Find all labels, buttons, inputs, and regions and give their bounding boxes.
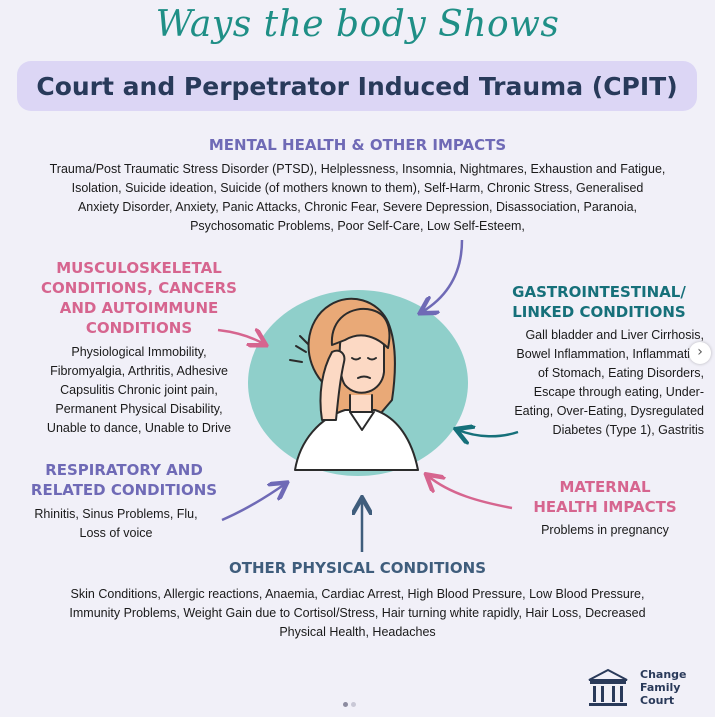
main-title-banner: Court and Perpetrator Induced Trauma (CP… — [17, 61, 697, 111]
musculoskeletal-heading-line: AND AUTOIMMUNE — [59, 299, 219, 317]
mental-health-heading: MENTAL HEALTH & OTHER IMPACTS — [208, 136, 507, 154]
gastro-heading-line: LINKED CONDITIONS — [512, 303, 686, 321]
arrow-from-gastro — [458, 430, 519, 436]
arrow-from-musculoskeletal — [217, 330, 264, 344]
chevron-right-icon: › — [697, 344, 703, 360]
woman-illustration — [289, 297, 419, 471]
gastro-text: Gall bladder and Liver Cirrhosis, Bowel … — [468, 326, 704, 440]
gastro-line: Diabetes (Type 1), Gastritis — [552, 423, 704, 437]
carousel-dot[interactable] — [343, 702, 348, 707]
respiratory-text: Rhinitis, Sinus Problems, Flu, Loss of v… — [6, 505, 226, 543]
main-title: Court and Perpetrator Induced Trauma (CP… — [36, 71, 678, 101]
script-title: Ways the body Shows — [155, 4, 560, 45]
arrow-from-mental — [422, 239, 464, 312]
respiratory-line: Rhinitis, Sinus Problems, Flu, — [34, 507, 198, 521]
musculoskeletal-line: Physiological Immobility, — [71, 345, 207, 359]
gastro-line: Escape through eating, Under- — [533, 385, 704, 399]
gastro-line: Gall bladder and Liver Cirrhosis, — [525, 328, 704, 342]
carousel-dot[interactable] — [351, 702, 356, 707]
musculoskeletal-line: Capsulitis Chronic joint pain, — [60, 383, 218, 397]
musculoskeletal-heading-line: CONDITIONS, CANCERS — [41, 279, 237, 297]
maternal-line: Problems in pregnancy — [541, 523, 669, 537]
other-physical-text: Skin Conditions, Allergic reactions, Ana… — [20, 585, 695, 642]
gastro-heading: GASTROINTESTINAL/ LINKED CONDITIONS — [488, 282, 710, 322]
arrow-from-respiratory — [221, 484, 285, 522]
maternal-text: Problems in pregnancy — [505, 521, 705, 540]
musculoskeletal-line: Fibromyalgia, Arthritis, Adhesive — [50, 364, 228, 378]
other-physical-line: Physical Health, Headaches — [279, 625, 436, 639]
musculoskeletal-text: Physiological Immobility, Fibromyalgia, … — [14, 343, 264, 438]
respiratory-heading-line: RELATED CONDITIONS — [30, 481, 218, 499]
other-physical-line: Immunity Problems, Weight Gain due to Co… — [69, 606, 646, 620]
courthouse-icon — [588, 668, 635, 710]
musculoskeletal-heading-line: MUSCULOSKELETAL — [56, 259, 222, 277]
maternal-heading-line: HEALTH IMPACTS — [533, 498, 677, 516]
maternal-heading: MATERNAL HEALTH IMPACTS — [505, 477, 705, 517]
arrow-from-maternal — [428, 476, 513, 510]
logo-text-line: Court — [640, 694, 675, 707]
musculoskeletal-line: Unable to dance, Unable to Drive — [46, 421, 232, 435]
respiratory-heading-line: RESPIRATORY AND — [45, 461, 203, 479]
change-family-court-logo: Change Family Court — [585, 666, 705, 712]
mental-health-line: Anxiety Disorder, Anxiety, Panic Attacks… — [77, 200, 638, 214]
mental-health-text: Trauma/Post Traumatic Stress Disorder (P… — [20, 160, 695, 236]
gastro-line: Eating, Over-Eating, Dysregulated — [514, 404, 704, 418]
musculoskeletal-heading-line: CONDITIONS — [85, 319, 193, 337]
musculoskeletal-heading: MUSCULOSKELETAL CONDITIONS, CANCERS AND … — [14, 258, 264, 338]
gastro-line: Bowel Inflammation, Inflammation — [516, 347, 704, 361]
logo-text-line: Family — [640, 681, 681, 694]
other-physical-line: Skin Conditions, Allergic reactions, Ana… — [70, 587, 645, 601]
respiratory-heading: RESPIRATORY AND RELATED CONDITIONS — [6, 460, 242, 500]
gastro-heading-line: GASTROINTESTINAL/ — [512, 283, 686, 301]
respiratory-line: Loss of voice — [79, 526, 153, 540]
logo-text-line: Change — [640, 668, 687, 681]
gastro-line: of Stomach, Eating Disorders, — [537, 366, 704, 380]
carousel-dots — [343, 694, 359, 712]
mental-health-line: Trauma/Post Traumatic Stress Disorder (P… — [49, 162, 666, 176]
mental-health-line: Psychosomatic Problems, Poor Self-Care, … — [190, 219, 525, 233]
logo-text: Change Family Court — [640, 668, 687, 707]
next-slide-button[interactable]: › — [689, 342, 711, 364]
other-physical-heading: OTHER PHYSICAL CONDITIONS — [228, 559, 486, 577]
mental-health-line: Isolation, Suicide ideation, Suicide (of… — [71, 181, 644, 195]
maternal-heading-line: MATERNAL — [559, 478, 651, 496]
musculoskeletal-line: Permanent Physical Disability, — [55, 402, 223, 416]
